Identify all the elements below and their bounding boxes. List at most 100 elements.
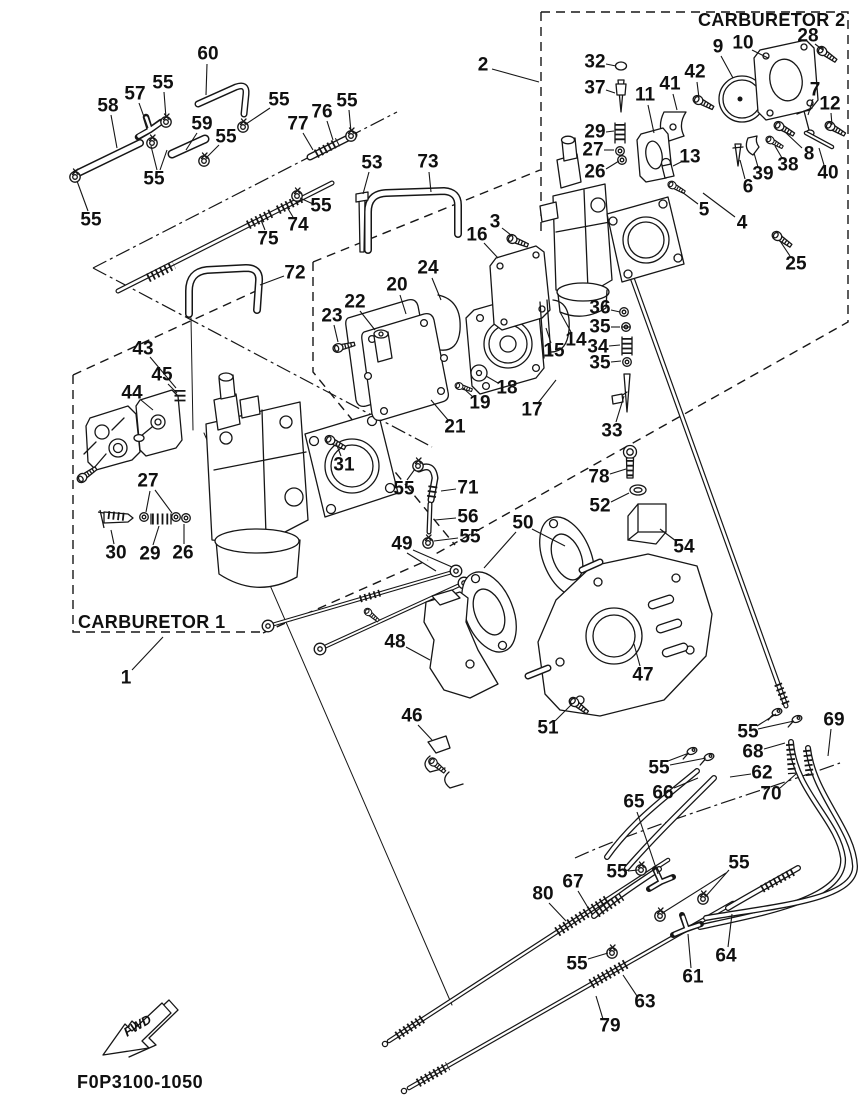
leader-line xyxy=(140,399,154,411)
part-number-label: 58 xyxy=(97,96,118,117)
leader-line xyxy=(753,152,759,168)
leader-line xyxy=(430,399,449,421)
leader-line xyxy=(663,872,727,913)
part-number-label: 55 xyxy=(215,127,237,148)
part-number-label: 6 xyxy=(743,177,754,198)
part-number-label: 55 xyxy=(648,758,670,779)
part-number-label: 68 xyxy=(742,742,763,763)
carburetor-1-title: CARBURETOR 1 xyxy=(78,612,225,632)
leader-line xyxy=(434,517,457,521)
leader-line xyxy=(152,525,160,546)
part-number-label: 55 xyxy=(152,73,174,94)
part-number-label: 20 xyxy=(386,275,407,296)
leader-line xyxy=(627,869,639,872)
leader-line xyxy=(818,147,825,166)
leader-line xyxy=(260,219,266,231)
leader-line xyxy=(615,395,625,423)
leader-line xyxy=(491,68,540,83)
fwd-arrow: FWD xyxy=(102,999,179,1058)
part-number-label: 60 xyxy=(197,44,218,65)
part-number-label: 26 xyxy=(584,162,605,183)
part-number-label: 72 xyxy=(284,263,305,284)
part-number-label: 26 xyxy=(172,543,193,564)
bracket-48 xyxy=(423,589,499,699)
leader-line xyxy=(548,902,567,922)
part-number-label: 55 xyxy=(310,196,332,217)
part-number-label: 54 xyxy=(673,537,695,558)
leader-line xyxy=(185,132,198,151)
part-number-label: 76 xyxy=(311,102,332,123)
part-number-label: 16 xyxy=(466,225,487,246)
leader-line xyxy=(647,104,655,134)
part-number-label: 65 xyxy=(623,792,645,813)
leader-line xyxy=(163,91,167,119)
part-number-label: 14 xyxy=(565,330,587,351)
part-number-label: 74 xyxy=(287,215,309,236)
leader-line xyxy=(110,529,115,545)
leader-line xyxy=(807,98,814,116)
leader-line xyxy=(784,131,803,149)
part-number-label: 50 xyxy=(512,513,533,534)
leader-line xyxy=(138,102,149,129)
part-number-label: 59 xyxy=(191,114,212,135)
gasket-50-a xyxy=(461,571,517,653)
leader-line xyxy=(302,132,314,151)
part-number-label: 78 xyxy=(588,467,609,488)
leader-line xyxy=(610,309,621,313)
part-number-label: 55 xyxy=(737,722,759,743)
leader-line xyxy=(406,468,416,481)
part-number-label: 55 xyxy=(459,527,481,548)
part-number-label: 19 xyxy=(469,393,490,414)
washer-52 xyxy=(629,484,647,496)
part-number-label: 40 xyxy=(817,163,838,184)
part-number-label: 75 xyxy=(257,229,279,250)
leader-line xyxy=(167,383,178,394)
part-number-label: 62 xyxy=(751,763,772,784)
hose-72 xyxy=(185,264,264,431)
leader-line xyxy=(595,995,604,1020)
part-number-label: 11 xyxy=(635,85,656,106)
part-number-label: 3 xyxy=(490,212,501,233)
leader-line xyxy=(501,227,512,236)
leader-line xyxy=(483,242,499,259)
leader-line xyxy=(667,752,690,762)
leader-line xyxy=(485,375,499,384)
leader-line xyxy=(696,81,700,99)
part-number-label: 9 xyxy=(713,37,724,58)
leader-line xyxy=(412,549,453,568)
leader-line xyxy=(608,344,621,347)
leader-line xyxy=(814,43,824,51)
part-number-label: 56 xyxy=(457,507,478,528)
part-number-label: 38 xyxy=(777,155,798,176)
leader-line xyxy=(205,144,220,159)
leader-line xyxy=(610,492,630,503)
carburetor-1-body xyxy=(205,372,399,588)
part-number-label: 27 xyxy=(137,471,158,492)
pump-assembly-43-44-45 xyxy=(74,389,186,486)
leader-line xyxy=(622,974,638,997)
leader-line xyxy=(672,93,678,111)
jet-column xyxy=(611,307,633,413)
leader-line xyxy=(131,636,164,671)
part-number-label: 55 xyxy=(566,954,588,975)
leader-line xyxy=(779,240,791,257)
leader-line xyxy=(827,728,832,757)
leader-line xyxy=(559,311,572,333)
part-number-label: 46 xyxy=(401,706,422,727)
part-number-label: 55 xyxy=(728,853,750,874)
leader-line xyxy=(605,63,617,67)
leader-line xyxy=(545,327,552,344)
intake-manifold-47 xyxy=(524,553,713,717)
leader-line xyxy=(554,703,573,722)
leader-line xyxy=(636,811,659,875)
part-number-label: 35 xyxy=(589,317,611,338)
leader-line xyxy=(406,552,437,572)
leader-line xyxy=(359,310,376,331)
part-number-label: 21 xyxy=(444,417,466,438)
leader-line xyxy=(633,643,641,667)
leader-line xyxy=(605,130,615,133)
leader-line xyxy=(259,275,285,286)
part-number-label: 31 xyxy=(333,455,355,476)
part-number-label: 28 xyxy=(797,26,818,47)
part-number-label: 36 xyxy=(589,298,610,319)
